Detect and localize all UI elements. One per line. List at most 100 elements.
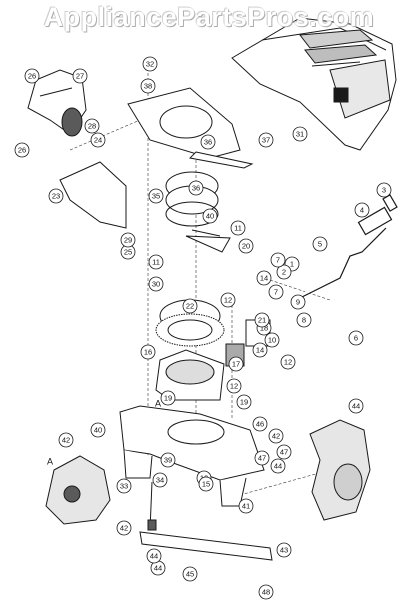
callout-19: 19 [236,394,252,410]
callout-bubble [148,254,164,270]
callout-7: 7 [268,284,284,300]
callout-bubble [268,284,284,300]
callout-20: 20 [238,238,254,254]
callout-label: 33 [120,482,128,491]
callout-label: 25 [124,248,132,257]
callout-label: 19 [240,398,248,407]
callout-label: A [47,457,53,467]
callout-12: 12 [220,292,236,308]
callout-6: 6 [348,330,364,346]
callout-label: 34 [156,476,164,485]
callout-2: 2 [276,264,292,280]
callout-37: 37 [258,132,274,148]
callout-17: 17 [228,356,244,372]
callout-12: 12 [226,378,242,394]
callout-bubble [238,498,254,514]
callout-bubble [160,452,176,468]
callout-label: 10 [268,336,276,345]
callout-21: 21 [254,312,270,328]
callout-label: 5 [318,240,322,249]
callout-label: 37 [262,136,270,145]
callout-7: 7 [270,252,286,268]
callout-bubble [152,472,168,488]
callout-43: 43 [276,542,292,558]
callout-bubble [236,394,252,410]
callout-14: 14 [256,270,272,286]
callout-bubble [312,236,328,252]
callout-8: 8 [296,312,312,328]
callout-label: 12 [230,382,238,391]
callout-label: 44 [274,462,282,471]
site-watermark: AppliancePartsPros.com [43,2,375,32]
callout-bubble [376,182,392,198]
callout-label: 20 [242,242,250,251]
callout-label: 48 [262,588,270,597]
callout-label: 12 [224,296,232,305]
callout-47: 47 [276,444,292,460]
callout-label: 27 [76,72,84,81]
chute-deflector [27,69,87,137]
callout-bubble [148,188,164,204]
callout-label: 3 [382,186,386,195]
callout-label: 38 [144,82,152,91]
callout-42: 42 [58,432,74,448]
callout-14: 14 [252,342,268,358]
callout-bubble [142,56,158,72]
callout-label: 30 [152,280,160,289]
callout-bubble [116,478,132,494]
callout-label: 22 [186,302,194,311]
callout-bubble [238,238,254,254]
callout-47: 47 [254,450,270,466]
callout-label: 12 [284,358,292,367]
callout-bubble [188,180,204,196]
callout-layer: 1234567789101111121212131414151617181919… [14,56,392,600]
callout-40: 40 [90,422,106,438]
chute-base [155,349,225,401]
callout-label: 45 [186,570,194,579]
callout-12: 12 [280,354,296,370]
callout-bubble [90,422,106,438]
callout-bubble [258,132,274,148]
callout-bubble [120,232,136,248]
callout-bubble [276,542,292,558]
callout-35: 35 [148,188,164,204]
callout-bubble [140,344,156,360]
callout-28: 28 [84,118,100,134]
callout-label: 31 [296,130,304,139]
lower-housing [119,405,265,507]
callout-bubble [228,356,244,372]
callout-10: 10 [264,332,280,348]
callout-label: 42 [272,432,280,441]
callout-48: 48 [258,584,274,600]
callout-bubble [348,398,364,414]
callout-33: 33 [116,478,132,494]
callout-bubble [198,476,214,492]
callout-label: 8 [302,316,306,325]
chute-base-plate [127,87,254,169]
callout-bubble [292,126,308,142]
scraper-bar [139,481,273,561]
callout-bubble [280,354,296,370]
clip-bracket [185,235,231,253]
callout-label: 28 [88,122,96,131]
callout-label: 19 [164,394,172,403]
callout-23: 23 [48,188,64,204]
callout-label: 18 [260,324,268,333]
callout-24: 24 [90,132,106,148]
callout-40: 40 [202,208,218,224]
callout-bubble [252,342,268,358]
callout-41: 41 [238,498,254,514]
callout-29: 29 [120,232,136,248]
callout-bubble [14,142,30,158]
callout-label: 21 [258,316,266,325]
callout-bubble [140,78,156,94]
callout-bubble [270,458,286,474]
callout-label: 11 [152,258,160,267]
callout-26: 26 [24,68,40,84]
callout-label: 47 [280,448,288,457]
callout-bubble [254,312,270,328]
callout-bubble [202,208,218,224]
callout-label: 4 [360,206,364,215]
callout-38: 38 [140,78,156,94]
